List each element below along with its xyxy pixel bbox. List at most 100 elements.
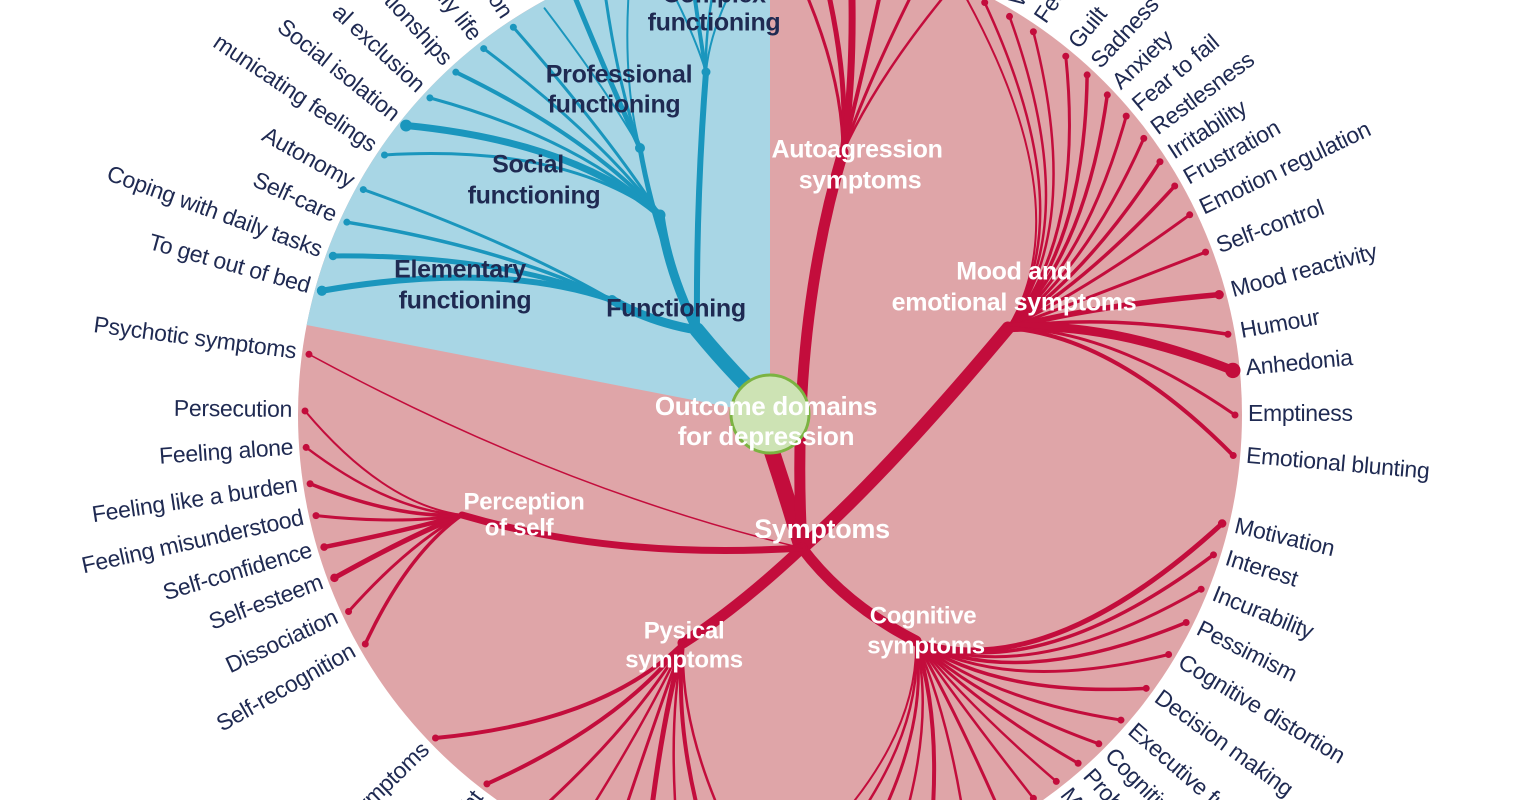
leaf-dot: [1231, 411, 1239, 419]
center-label: for depression: [678, 421, 854, 451]
pysical-symptoms-branch: [677, 542, 808, 649]
leaf-label: ysical symptoms: [298, 736, 434, 800]
leaf-dot: [380, 151, 388, 159]
leaf-line: [914, 620, 1188, 665]
leaf-line: [914, 639, 1101, 746]
leaf-dot: [1182, 618, 1190, 626]
leaf-line: [482, 47, 662, 217]
leaf-dot: [345, 608, 353, 616]
leaf-dot: [330, 573, 339, 583]
leaf-line: [914, 639, 937, 800]
complex-functioning-node-dot: [701, 67, 711, 77]
pysical-symptoms-label: symptoms: [625, 646, 743, 673]
leaf-line: [548, 641, 685, 800]
leaf-line: [914, 639, 1171, 673]
leaf-line: [914, 639, 997, 800]
leaf-dot: [1117, 716, 1125, 724]
leaf-dot: [1052, 777, 1060, 785]
leaf-dot: [1209, 551, 1217, 559]
professional-functioning-branch: [637, 145, 700, 333]
pysical-symptoms-label: Pysical: [644, 617, 725, 644]
leaf-label: Wo: [1003, 0, 1043, 11]
leaf-line: [914, 553, 1216, 655]
leaf-line: [484, 641, 685, 786]
leaf-line: [839, 0, 856, 156]
leaf-line: [1006, 15, 1048, 330]
leaf-line: [1006, 326, 1237, 417]
leaf-dot: [1062, 52, 1070, 60]
leaf-dot: [343, 218, 351, 226]
leaf-label: ite: weight: [406, 784, 488, 800]
leaf-line: [841, 0, 943, 154]
leaf-line: [1006, 30, 1055, 330]
leaf-dot: [1224, 330, 1232, 338]
elementary-functioning-label: functioning: [399, 287, 532, 315]
professional-functioning-label: Professional: [546, 61, 692, 89]
leaf-dot: [1122, 112, 1130, 120]
leaf-line: [914, 639, 1035, 800]
symptoms-branch-label: Symptoms: [754, 514, 890, 544]
mood-and-emotional-symptoms-label: emotional symptoms: [892, 289, 1137, 317]
leaf-dot: [1225, 362, 1241, 379]
leaf-dot: [301, 407, 309, 415]
leaf-dot: [305, 350, 313, 358]
leaf-line: [604, 0, 642, 150]
leaf-dot: [1074, 759, 1082, 767]
mood-and-emotional-symptoms-label: Mood and: [956, 258, 1072, 286]
leaf-line: [678, 641, 698, 800]
leaf-line: [1003, 322, 1238, 375]
functioning-wedge-background: [306, 0, 770, 415]
leaf-line: [626, 0, 641, 149]
leaf-dot: [1214, 289, 1224, 300]
leaf-dot: [316, 285, 328, 296]
leaf-dot: [1156, 158, 1164, 166]
leaf-line: [983, 1, 1042, 330]
mood-and-emotional-symptoms-branch: [795, 321, 1015, 555]
leaf-dot: [400, 119, 413, 132]
leaf-line: [681, 641, 717, 800]
leaf-label: Mood reactivity: [1228, 238, 1381, 302]
leaf-line: [914, 639, 1148, 692]
cognitive-symptoms-label: symptoms: [867, 632, 985, 659]
functioning-branch-label: Functioning: [606, 295, 746, 323]
leaf-label: Humour: [1238, 303, 1322, 343]
leaf-line: [304, 446, 464, 517]
autoagression-symptoms-branch: [794, 146, 849, 554]
leaf-line: [453, 70, 662, 217]
leaf-label: Emptiness: [1248, 400, 1353, 426]
leaf-dot: [302, 443, 310, 451]
leaf-dot: [981, 0, 989, 7]
leaf-label: sion: [474, 0, 518, 23]
leaf-dot: [452, 68, 460, 76]
leaf-label: Persecution: [174, 395, 292, 422]
leaf-dot: [361, 640, 369, 648]
leaf-label: Emotional blunting: [1245, 442, 1430, 484]
leaf-label: Feeli: [1028, 0, 1077, 27]
professional-functioning-node-dot: [635, 143, 645, 153]
leaf-line: [330, 253, 615, 303]
leaf-dot: [480, 45, 488, 53]
leaf-dot: [1229, 452, 1237, 460]
leaf-dot: [1142, 684, 1150, 692]
leaf-line: [511, 25, 662, 217]
leaf-dot: [1029, 28, 1037, 36]
leaf-line: [308, 353, 803, 549]
leaf-line: [914, 639, 1080, 765]
leaf-line: [704, 0, 713, 74]
autoagression-symptoms-label: symptoms: [799, 167, 922, 195]
leaf-line: [841, 0, 911, 154]
leaf-dot: [1140, 134, 1148, 142]
leaf-line: [428, 96, 662, 217]
complex-functioning-branch: [693, 69, 709, 333]
leaf-line: [887, 639, 920, 800]
center-label: Outcome domains: [655, 391, 877, 421]
leaf-line: [914, 639, 1123, 722]
leaf-dot: [306, 480, 314, 488]
cognitive-symptoms-branch: [796, 542, 922, 647]
leaf-line: [308, 481, 464, 518]
perception-of-self-label: of self: [485, 514, 555, 541]
cognitive-symptoms-label: Cognitive: [870, 602, 977, 629]
leaf-line: [705, 0, 728, 73]
leaf-label: Anhedonia: [1244, 344, 1354, 380]
leaf-line: [594, 641, 685, 800]
